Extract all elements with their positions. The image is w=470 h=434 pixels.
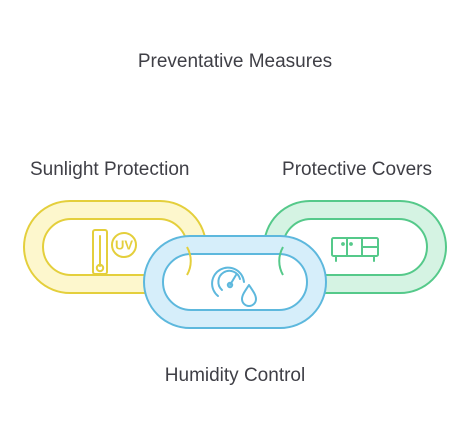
chain-overlap-left (186, 246, 192, 276)
gauge-droplet-icon (211, 266, 257, 307)
uv-label: UV (115, 238, 133, 253)
uv-thermometer-icon: UV (92, 229, 137, 275)
diagram-title: Preventative Measures (137, 51, 333, 72)
label-protective-covers: Protective Covers (282, 159, 432, 180)
label-humidity-control: Humidity Control (164, 365, 306, 386)
label-sunlight-protection: Sunlight Protection (30, 159, 190, 180)
chain-overlap-right (278, 246, 284, 276)
chain-link-humidity (143, 235, 327, 329)
furniture-cabinet-icon (331, 237, 379, 262)
